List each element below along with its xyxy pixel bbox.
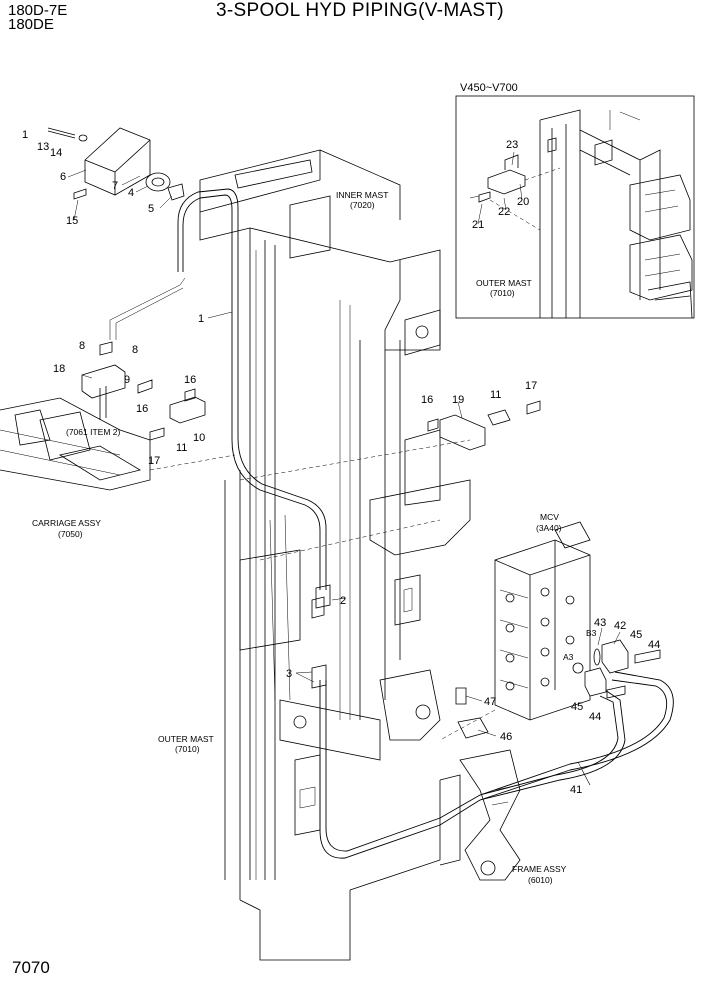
callout-5: 5 — [148, 203, 154, 215]
clamp-bracket-18 — [81, 341, 153, 420]
model-code-secondary: 180DE — [8, 16, 54, 33]
mcv-name: MCV — [540, 512, 559, 522]
mcv-port-b3: B3 — [586, 628, 597, 638]
outer-mast-name: OUTER MAST — [158, 734, 214, 744]
callout-17-a: 17 — [148, 455, 160, 467]
inner-mast — [199, 149, 441, 880]
callout-41: 41 — [570, 784, 582, 796]
callout-23: 23 — [506, 139, 518, 151]
callout-1: 1 — [198, 313, 204, 325]
mcv-code: (3A40) — [536, 523, 562, 533]
outer-mast-code: (7010) — [175, 744, 200, 754]
callout-16-a: 16 — [184, 374, 196, 386]
inset-outer-mast-name: OUTER MAST — [476, 278, 532, 288]
callout-45-b: 45 — [571, 701, 583, 713]
inset-panel: V450~V700 OUTER MAST (7010) — [455, 82, 695, 319]
carriage-assy-code: (7050) — [58, 529, 83, 539]
dashed-reference-lines — [239, 439, 496, 741]
callout-15: 15 — [66, 215, 78, 227]
callout-16-b: 16 — [136, 403, 148, 415]
page-number: 7070 — [12, 958, 50, 977]
frame-assy-code: (6010) — [528, 875, 553, 885]
fittings-42-47 — [455, 639, 661, 739]
callout-44-a: 44 — [648, 639, 660, 651]
callout-13-label: 13 — [37, 141, 49, 153]
callout-17-b: 17 — [525, 380, 537, 392]
carriage-assy-name: CARRIAGE ASSY — [32, 518, 101, 528]
fittings-2-3 — [311, 584, 331, 689]
inset-outer-mast-code: (7010) — [490, 288, 515, 298]
inset-mast-drawing — [469, 109, 693, 319]
callout-6: 6 — [60, 171, 66, 183]
inset-border — [455, 95, 695, 319]
part-callouts: 1 1 13 14 6 7 4 5 15 1 8 8 18 9 16 16 10… — [22, 129, 660, 796]
bracket-19 — [427, 400, 541, 451]
frame-assembly — [439, 749, 521, 881]
callout-2: 2 — [340, 595, 346, 607]
callout-43: 43 — [594, 617, 606, 629]
callout-8-left: 8 — [79, 340, 85, 352]
callout-44-b: 44 — [589, 711, 601, 723]
callout-22: 22 — [498, 206, 510, 218]
page-title: 3-SPOOL HYD PIPING(V-MAST) — [216, 0, 504, 21]
callout-7: 7 — [112, 180, 118, 192]
hose-routing — [109, 188, 674, 859]
inner-mast-name: INNER MAST — [336, 190, 388, 200]
callout-3: 3 — [286, 668, 292, 680]
clamp-bracket-10 — [149, 388, 206, 441]
callout-9: 9 — [124, 374, 130, 386]
callout-12: 1 — [22, 129, 28, 141]
mcv-port-a3: A3 — [563, 652, 574, 662]
inset-range-label: V450~V700 — [460, 82, 518, 94]
carriage-item-ref: (7061 ITEM 2) — [66, 427, 120, 437]
callout-46: 46 — [500, 731, 512, 743]
sheave-bracket — [47, 127, 185, 201]
inner-mast-code: (7020) — [350, 200, 375, 210]
callout-16-c: 16 — [421, 394, 433, 406]
callout-45-a: 45 — [630, 629, 642, 641]
callout-4: 4 — [128, 187, 134, 199]
callout-10: 10 — [193, 432, 205, 444]
callout-11-a: 11 — [176, 442, 187, 454]
callout-leaders — [67, 151, 621, 786]
callout-14: 14 — [50, 147, 62, 159]
callout-21: 21 — [472, 219, 484, 231]
callout-47: 47 — [484, 696, 496, 708]
outer-mast — [224, 429, 471, 961]
callout-18: 18 — [53, 363, 65, 375]
callout-11-b: 11 — [490, 389, 501, 401]
model-code-primary: 180D-7E — [8, 2, 68, 19]
frame-assy-name: FRAME ASSY — [512, 864, 567, 874]
callout-42: 42 — [614, 620, 626, 632]
callout-8-right: 8 — [132, 344, 138, 356]
callout-20: 20 — [517, 196, 529, 208]
callout-19: 19 — [452, 394, 464, 406]
mcv-valve — [494, 521, 591, 721]
